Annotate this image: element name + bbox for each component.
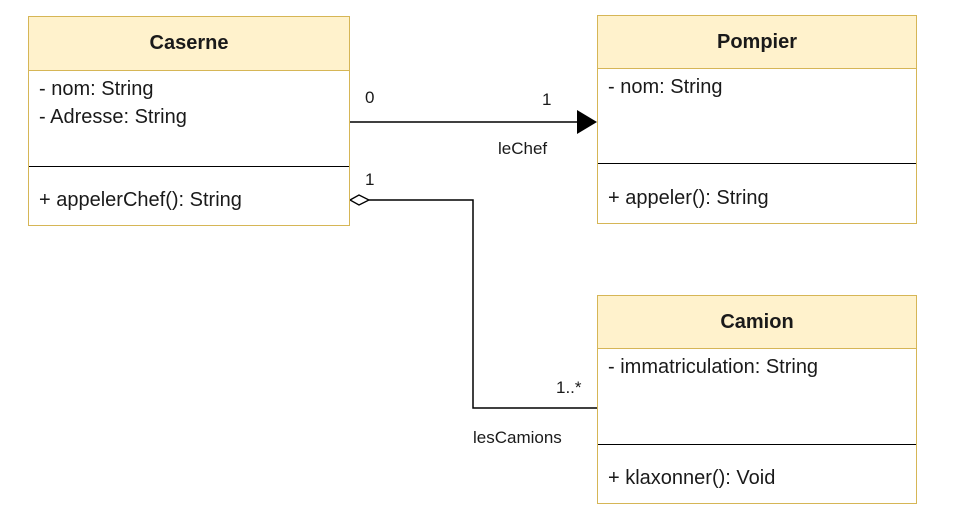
- class-pompier-attribute: - nom: String: [608, 76, 723, 98]
- class-caserne-attribute: - Adresse: String: [39, 106, 187, 128]
- arrowhead-filled-icon: [577, 110, 597, 134]
- class-caserne-attribute: - nom: String: [39, 78, 154, 100]
- class-caserne-methods: + appelerChef(): String: [39, 186, 242, 214]
- class-camion-divider: [598, 444, 916, 445]
- association-lechef-target-multiplicity: 1: [542, 90, 552, 109]
- association-lescamions-edge[interactable]: [348, 194, 597, 409]
- association-lechef-edge[interactable]: [350, 110, 597, 134]
- class-camion-attribute: - immatriculation: String: [608, 356, 819, 378]
- class-pompier-methods: + appeler(): String: [608, 184, 769, 212]
- association-lescamions-source-multiplicity: 1: [365, 170, 375, 189]
- class-camion-methods: + klaxonner(): Void: [608, 464, 775, 492]
- class-camion[interactable]: Camion - immatriculation: String + klaxo…: [597, 295, 917, 504]
- class-camion-method: + klaxonner(): Void: [608, 467, 776, 489]
- class-camion-name: Camion: [598, 296, 916, 349]
- class-pompier-name: Pompier: [598, 16, 916, 69]
- association-lechef-role-label: leChef: [498, 139, 548, 158]
- class-caserne-name: Caserne: [29, 17, 349, 71]
- association-lescamions-target-multiplicity: 1..*: [556, 378, 582, 397]
- association-lechef-source-multiplicity: 0: [365, 88, 375, 107]
- class-pompier-divider: [598, 163, 916, 164]
- class-pompier-attributes: - nom: String: [598, 69, 916, 101]
- class-caserne[interactable]: Caserne - nom: String - Adresse: String …: [28, 16, 350, 226]
- aggregation-diamond-icon: [348, 194, 371, 206]
- class-caserne-attributes: - nom: String - Adresse: String: [29, 71, 349, 131]
- class-pompier-method: + appeler(): String: [608, 187, 769, 209]
- class-caserne-divider: [29, 166, 349, 167]
- class-camion-attributes: - immatriculation: String: [598, 349, 916, 381]
- class-pompier[interactable]: Pompier - nom: String + appeler(): Strin…: [597, 15, 917, 224]
- association-lescamions-role-label: lesCamions: [473, 428, 562, 447]
- class-caserne-method: + appelerChef(): String: [39, 189, 242, 211]
